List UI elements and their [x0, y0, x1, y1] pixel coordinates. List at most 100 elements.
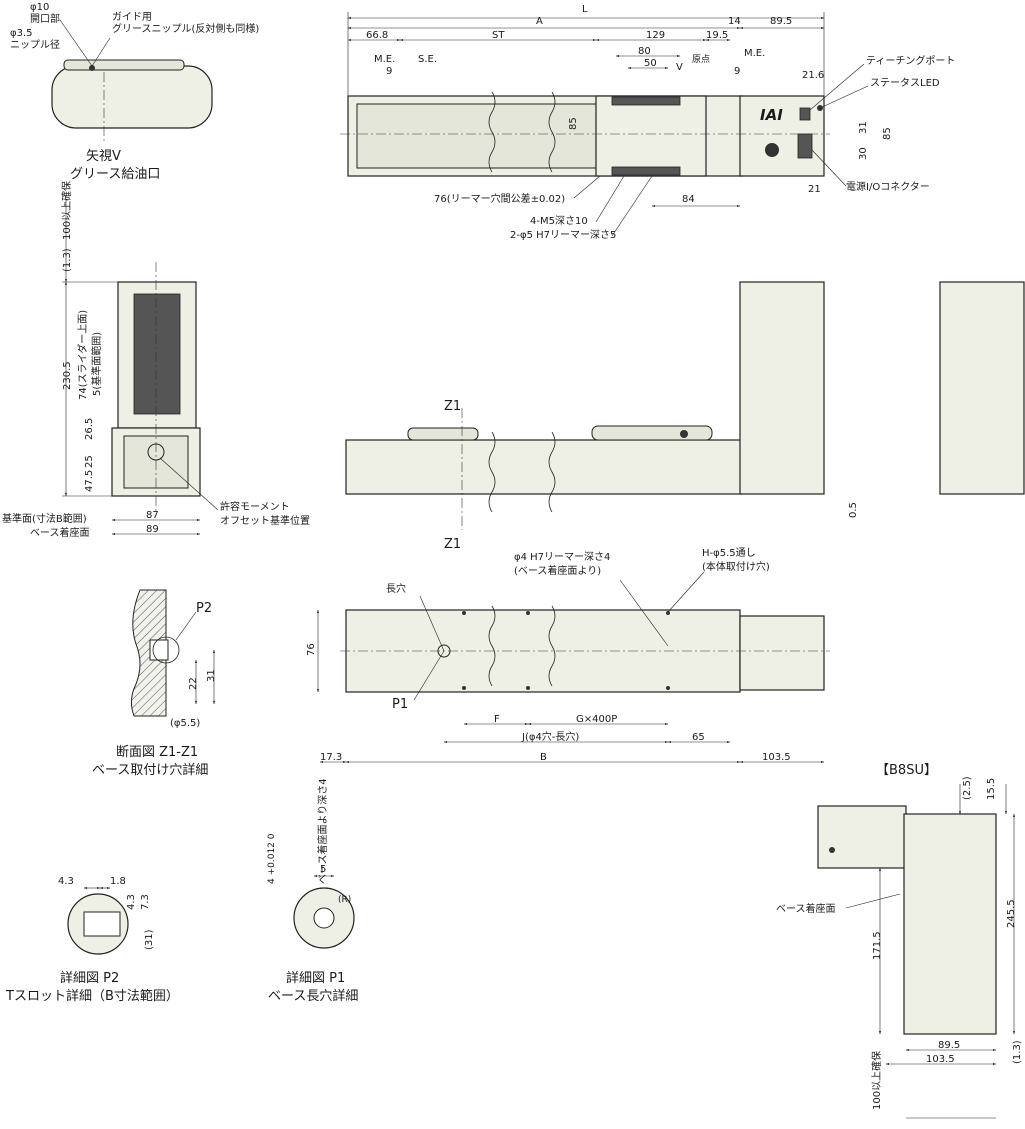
holes-label: H-φ5.5通し: [702, 547, 756, 559]
dim-65: 65: [692, 732, 705, 743]
dim-B: B: [540, 752, 547, 763]
tolerance-label: 4 +0.012 0: [267, 833, 277, 884]
b8su-base-face-label: ベース着座面: [776, 902, 836, 915]
dim-50: 50: [644, 58, 657, 69]
dim-19-5: 19.5: [706, 30, 728, 41]
radius-label: (R): [338, 895, 351, 905]
section-z1: P2 22 31 (φ5.5) 断面図 Z1-Z1 ベース取付け穴詳細: [92, 589, 217, 778]
dim-G: G×400P: [576, 714, 617, 725]
p1-caption-2: ベース長穴詳細: [268, 988, 358, 1004]
dim-L: L: [582, 4, 588, 15]
dim-103-5: 103.5: [762, 752, 791, 763]
dim-85-left: 85: [568, 117, 579, 130]
dim-0-5: 0.5: [848, 502, 859, 518]
dim-31-section: 31: [206, 669, 217, 682]
grease-caption-1: 矢視V: [86, 149, 121, 164]
ref-range-label: 5(基準面範囲): [90, 332, 103, 396]
opening-label: 開口部: [30, 12, 60, 25]
grease-caption-2: グリース給油口: [70, 167, 160, 182]
top-view: IAI L A 66.8 ST 129 14 89.5 80 50 19.5 M…: [340, 4, 955, 241]
section-caption-1: 断面図 Z1-Z1: [116, 745, 198, 760]
right-end-view: [939, 281, 1025, 495]
slot-label: 長穴: [386, 582, 406, 595]
power-io-connector: [797, 133, 813, 159]
z1-top-label: Z1: [444, 399, 461, 414]
section-caption-2: ベース取付け穴詳細: [92, 762, 208, 778]
dim-30: 30: [858, 147, 869, 160]
m5-callout: 4-M5深さ10: [530, 215, 588, 227]
b8su-title: 【B8SU】: [876, 763, 937, 778]
b8su-dim-103-5: 103.5: [926, 1054, 955, 1065]
dim-76: 76: [306, 643, 317, 656]
dim-25: 25: [84, 455, 95, 468]
dim-21: 21: [808, 184, 821, 195]
dim-87: 87: [146, 510, 159, 521]
dim-7-3: 7.3: [140, 894, 151, 910]
dim-1-8: 1.8: [110, 876, 126, 887]
dim-230-5: 230.5: [62, 361, 73, 390]
teaching-port-callout: ティーチングポート: [866, 54, 955, 67]
slider-top-label: 74(スライダー上面): [76, 310, 89, 400]
p2-caption-2: Tスロット詳細（B寸法範囲）: [5, 988, 179, 1004]
grease-port-view: φ10 開口部 φ3.5 ニップル径 ガイド用 グリースニップル(反対側も同様)…: [10, 2, 259, 182]
origin-label: 原点: [692, 54, 710, 65]
b8su-dim-89-5: 89.5: [938, 1040, 960, 1051]
teaching-port: [799, 107, 811, 121]
dim-phi5-5: (φ5.5): [170, 718, 200, 729]
end-view: 100以上確保 (1.3) 230.5 74(スライダー上面) 5(基準面範囲)…: [2, 181, 310, 539]
detail-p2: 4.3 1.8 4.3 7.3 (31) 詳細図 P2 Tスロット詳細（B寸法範…: [5, 876, 179, 1004]
clearance-label: 100以上確保: [60, 181, 73, 240]
dim-F: F: [494, 714, 500, 725]
b8su-dim-2-5: (2.5): [962, 776, 973, 800]
guide-label: ガイド用: [112, 11, 152, 23]
side-view: Z1 Z1 0.5: [345, 281, 1025, 552]
dim-5: 5: [320, 864, 326, 875]
dim-80: 80: [638, 46, 651, 57]
dim-66-8: 66.8: [366, 30, 388, 41]
dim-21-6: 21.6: [802, 70, 824, 81]
b8su-dim-171-5: 171.5: [872, 931, 883, 960]
moment-label-2: オフセット基準位置: [220, 514, 310, 527]
se-label: S.E.: [418, 54, 437, 65]
phi35-label: φ3.5: [10, 28, 33, 39]
me-right-label: M.E.: [744, 48, 765, 59]
dim-22: 22: [188, 677, 199, 690]
phi10-label: φ10: [30, 2, 49, 13]
base-face-label: ベース着座面: [30, 526, 90, 539]
dim-89: 89: [146, 524, 159, 535]
brand-mark-icon: [765, 143, 779, 157]
b8su-dim-245-5: 245.5: [1006, 899, 1017, 928]
reamer5-callout: 2-φ5 H7リーマー深さ5: [510, 229, 616, 241]
dim-9-right: 9: [734, 66, 740, 77]
b8su-dim-15-5: 15.5: [986, 778, 997, 800]
reamer-pitch-callout: 76(リーマー穴間公差±0.02): [434, 192, 565, 205]
me-left-label: M.E.: [374, 54, 395, 65]
nipple-label: ニップル径: [10, 38, 60, 51]
dim-ST: ST: [492, 30, 505, 41]
z1-bottom-label: Z1: [444, 537, 461, 552]
moment-label-1: 許容モーメント: [220, 500, 290, 513]
b8su-clearance-label: 100以上確保: [870, 1051, 883, 1110]
dim-17-3: 17.3: [320, 752, 342, 763]
ref-face-label: 基準面(寸法B範囲): [2, 512, 87, 525]
power-io-callout: 電源I/Oコネクター: [846, 180, 930, 193]
reamer-depth-label: φ4 H7リーマー深さ4: [514, 551, 610, 563]
bottom-view: 長穴 φ4 H7リーマー深さ4 (ベース着座面より) H-φ5.5通し (本体取…: [306, 547, 830, 764]
reamer-from-base-label: (ベース着座面より): [514, 564, 601, 577]
holes-purpose-label: (本体取付け穴): [702, 560, 770, 573]
dim-31-p2: (31): [144, 929, 155, 950]
grease-nipple-label: グリースニップル(反対側も同様): [112, 22, 259, 35]
dim-4-3-side: 4.3: [126, 894, 137, 910]
depth-label: ベース着座面より深さ4: [316, 778, 329, 884]
status-led-callout: ステータスLED: [870, 77, 940, 89]
dim-9-left: 9: [386, 66, 392, 77]
dim-14: 14: [728, 16, 741, 27]
view-v-arrow-label: V: [676, 62, 683, 73]
dim-129: 129: [646, 30, 665, 41]
p2-label: P2: [196, 601, 212, 616]
dim-31: 31: [858, 121, 869, 134]
dim-85-right: 85: [882, 127, 893, 140]
b8su-dim-1-3: (1.3): [1012, 1040, 1023, 1064]
dim-47-5: 47.5: [84, 470, 95, 492]
